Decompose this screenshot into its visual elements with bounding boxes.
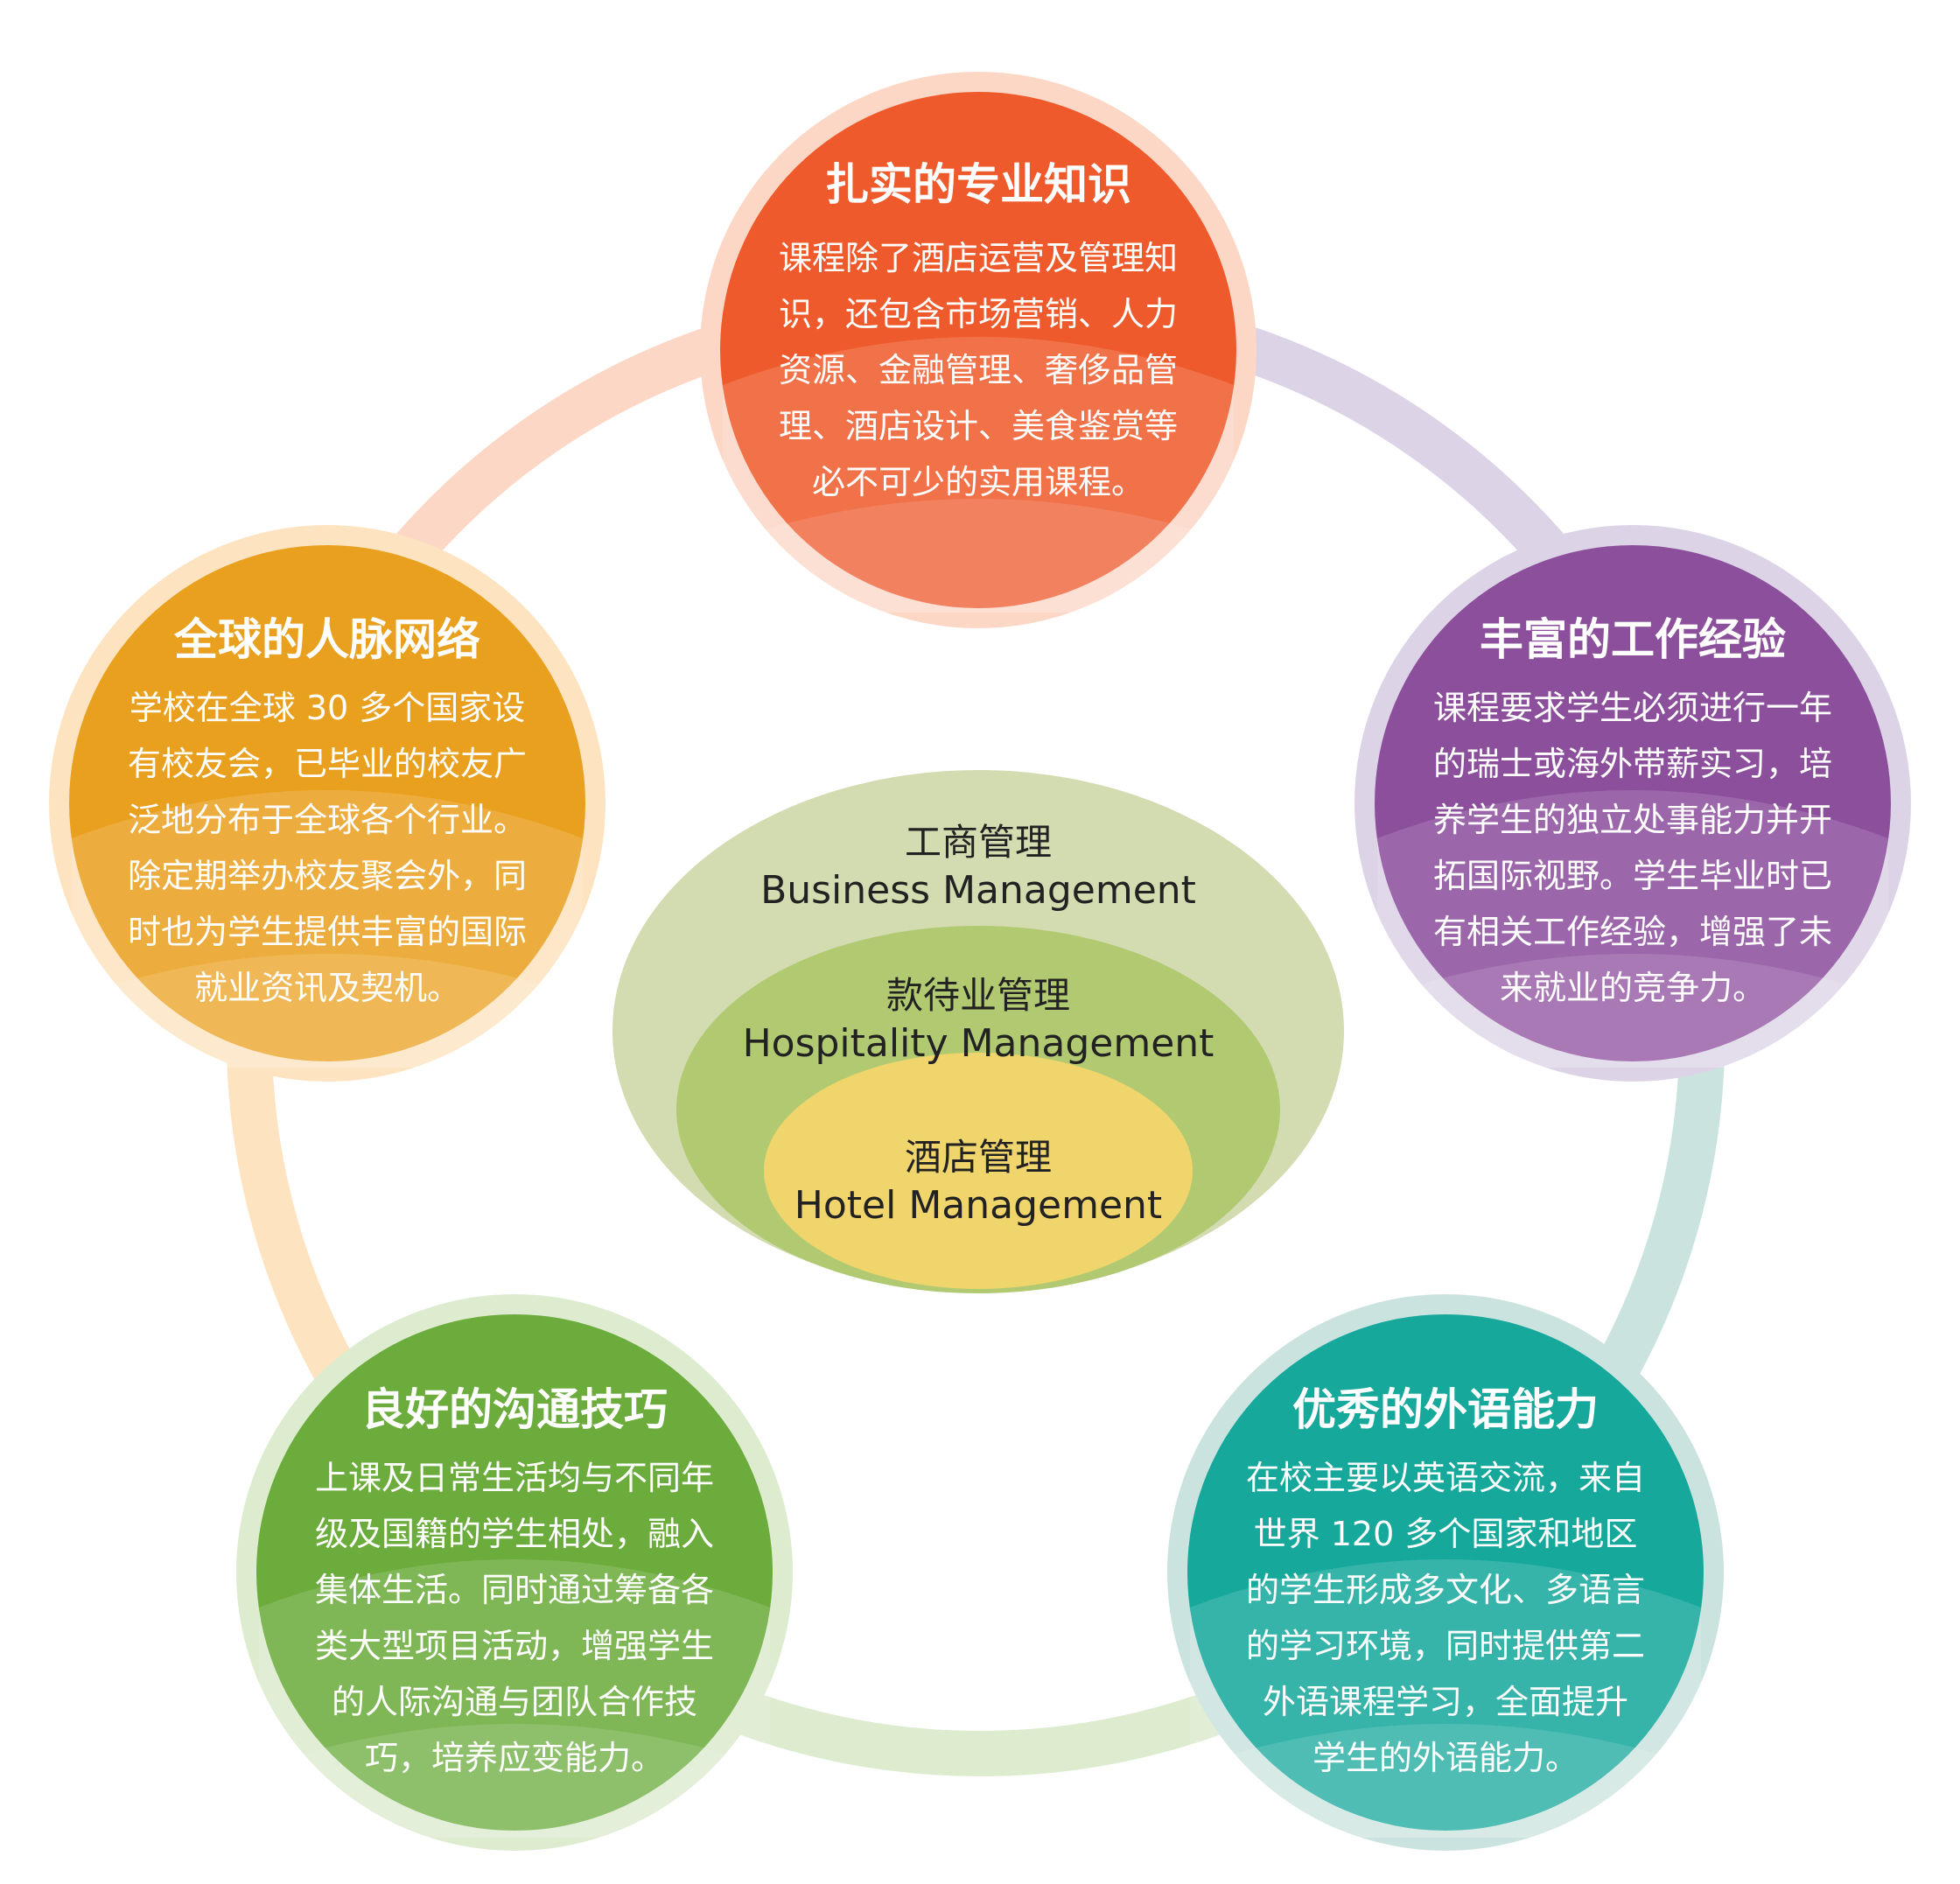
- arc-right-to-bottom-right: [1596, 1027, 1725, 1388]
- node-right-line: 的瑞士或海外带薪实习，培: [1433, 745, 1832, 783]
- node-bottom-right-line: 在校主要以英语交流，来自: [1246, 1459, 1645, 1497]
- node-left-line: 有校友会，已毕业的校友广: [128, 745, 527, 783]
- arc-bottom-right-to-bottom-left: [730, 1692, 1230, 1776]
- node-top-line: 课程除了酒店运营及管理知: [779, 239, 1178, 277]
- node-bottom-right-shade-2: [1190, 1724, 1701, 1838]
- node-bottom-right-shade: [1190, 1559, 1701, 1838]
- node-left-shade: [72, 790, 583, 1068]
- node-right-disc: [1375, 545, 1891, 1061]
- node-top: 扎实的专业知识 课程除了酒店运营及管理知 识，还包含市场营销、人力 资源、金融管…: [700, 72, 1256, 628]
- node-right-line: 有相关工作经验，增强了未: [1433, 913, 1832, 951]
- node-bottom-right-line: 世界 120 多个国家和地区: [1254, 1515, 1638, 1553]
- node-top-title: 扎实的专业知识: [825, 159, 1131, 210]
- node-top-line: 识，还包含市场营销、人力: [779, 295, 1178, 333]
- node-right-shade-2: [1377, 954, 1888, 1068]
- node-bottom-left-line: 级及国籍的学生相处，融入: [315, 1515, 714, 1553]
- node-left-line: 时也为学生提供丰富的国际: [128, 913, 527, 951]
- node-bottom-left: 良好的沟通技巧 上课及日常生活均与不同年 级及国籍的学生相处，融入 集体生活。同…: [236, 1294, 793, 1851]
- node-left-disc: [69, 545, 585, 1061]
- hospitality-cn: 款待业管理: [886, 974, 1070, 1017]
- arc-bottom-left-to-left: [227, 1027, 355, 1388]
- ellipse-hotel: [764, 1053, 1193, 1289]
- node-right-body: 课程要求学生必须进行一年 的瑞士或海外带薪实习，培 养学生的独立处事能力并开 拓…: [1433, 689, 1832, 1007]
- node-bottom-left-line: 上课及日常生活均与不同年: [315, 1459, 714, 1497]
- node-bottom-left-body: 上课及日常生活均与不同年 级及国籍的学生相处，融入 集体生活。同时通过筹备各 类…: [315, 1459, 714, 1777]
- node-right-line: 养学生的独立处事能力并开: [1433, 801, 1832, 839]
- node-top-line: 必不可少的实用课程。: [812, 463, 1144, 501]
- connecting-ring: [227, 327, 1725, 1776]
- node-bottom-left-line: 集体生活。同时通过筹备各: [315, 1571, 714, 1609]
- node-bottom-right-line: 的学习环境，同时提供第二: [1246, 1627, 1645, 1665]
- node-left-line: 泛地分布于全球各个行业。: [128, 801, 527, 839]
- node-left-shade-2: [72, 954, 583, 1068]
- node-bottom-left-disc: [256, 1314, 773, 1831]
- hotel-cn: 酒店管理: [905, 1136, 1052, 1179]
- node-bottom-left-line: 类大型项目活动，增强学生: [315, 1627, 714, 1665]
- node-right-line: 课程要求学生必须进行一年: [1433, 689, 1832, 727]
- node-right-title: 丰富的工作经验: [1480, 614, 1786, 665]
- node-left-line: 学校在全球 30 多个国家设: [130, 689, 526, 727]
- node-bottom-right: 优秀的外语能力 在校主要以英语交流，来自 世界 120 多个国家和地区 的学生形…: [1167, 1294, 1724, 1851]
- node-top-disc: [720, 92, 1236, 608]
- node-top-line: 理、酒店设计、美食鉴赏等: [779, 407, 1178, 445]
- node-bottom-right-title: 优秀的外语能力: [1292, 1384, 1599, 1435]
- node-bottom-left-title: 良好的沟通技巧: [361, 1384, 668, 1435]
- center-ellipses: 工商管理 Business Management 款待业管理 Hospitali…: [612, 770, 1344, 1293]
- arc-top-to-right: [1228, 327, 1572, 574]
- node-bottom-right-line: 的学生形成多文化、多语言: [1246, 1571, 1645, 1609]
- node-right-shade: [1377, 790, 1888, 1068]
- node-left-title: 全球的人脉网络: [173, 614, 480, 665]
- node-top-body: 课程除了酒店运营及管理知 识，还包含市场营销、人力 资源、金融管理、奢侈品管 理…: [779, 239, 1178, 501]
- node-bottom-right-line: 外语课程学习，全面提升: [1263, 1683, 1628, 1721]
- node-bottom-left-shade-2: [259, 1724, 770, 1838]
- business-cn: 工商管理: [905, 821, 1052, 864]
- node-right-line: 拓国际视野。学生毕业时已: [1433, 857, 1832, 895]
- node-left-line: 除定期举办校友聚会外，同: [128, 857, 527, 895]
- node-right: 丰富的工作经验 课程要求学生必须进行一年 的瑞士或海外带薪实习，培 养学生的独立…: [1354, 525, 1911, 1082]
- node-left-line: 就业资讯及契机。: [194, 969, 460, 1007]
- hotel-en: Hotel Management: [794, 1183, 1162, 1228]
- node-bottom-right-body: 在校主要以英语交流，来自 世界 120 多个国家和地区 的学生形成多文化、多语言…: [1246, 1459, 1645, 1777]
- node-left-body: 学校在全球 30 多个国家设 有校友会，已毕业的校友广 泛地分布于全球各个行业。…: [128, 689, 527, 1007]
- node-top-line: 资源、金融管理、奢侈品管: [779, 351, 1178, 389]
- node-top-shade-2: [723, 499, 1234, 613]
- business-en: Business Management: [760, 868, 1196, 913]
- node-top-shade: [723, 337, 1234, 613]
- node-bottom-right-line: 学生的外语能力。: [1312, 1739, 1578, 1777]
- node-bottom-left-shade: [259, 1559, 770, 1838]
- node-left: 全球的人脉网络 学校在全球 30 多个国家设 有校友会，已毕业的校友广 泛地分布…: [49, 525, 606, 1082]
- hospitality-en: Hospitality Management: [743, 1021, 1214, 1066]
- node-bottom-right-disc: [1187, 1314, 1704, 1831]
- node-bottom-left-line: 的人际沟通与团队合作技: [332, 1683, 697, 1721]
- node-right-line: 来就业的竞争力。: [1500, 969, 1766, 1007]
- arc-left-to-top: [388, 327, 732, 574]
- node-bottom-left-line: 巧，培养应变能力。: [365, 1739, 664, 1777]
